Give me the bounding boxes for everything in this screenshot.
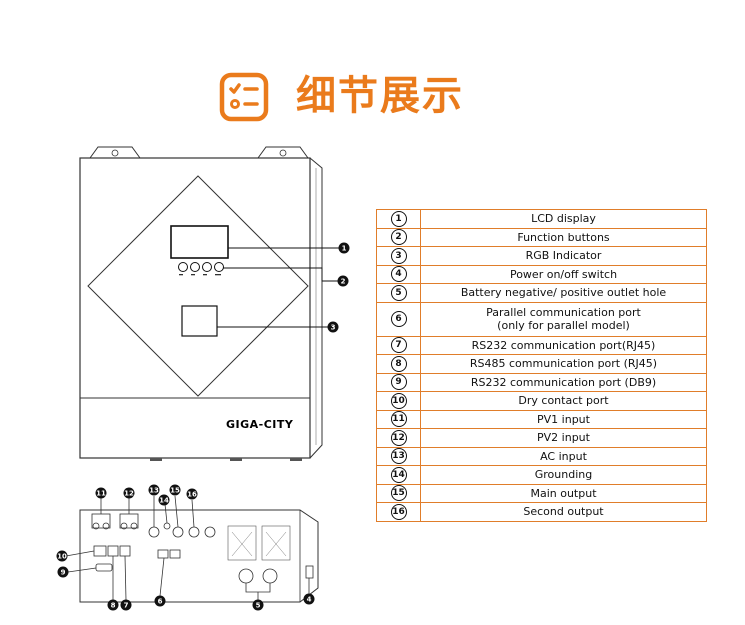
legend-row: 15 Main output <box>376 483 707 503</box>
legend-description: PV2 input <box>420 428 707 448</box>
callout-marker: 4 <box>307 596 312 604</box>
legend-description-line: Parallel communication port <box>486 306 641 319</box>
legend-number: 15 <box>390 485 407 502</box>
legend-row: 14 Grounding <box>376 465 707 485</box>
legend-row: 8 RS485 communication port (RJ45) <box>376 354 707 374</box>
legend-row: 3 RGB Indicator <box>376 246 707 266</box>
legend-number: 12 <box>390 429 407 446</box>
callout-marker: 8 <box>111 602 116 610</box>
checklist-icon <box>219 72 269 122</box>
legend-number-cell: 15 <box>376 483 421 503</box>
callout-marker: 11 <box>96 490 106 498</box>
page-title: 细节展示 <box>296 73 464 119</box>
legend-description: LCD display <box>420 209 707 229</box>
legend-row: 12 PV2 input <box>376 428 707 448</box>
legend-description: AC input <box>420 446 707 466</box>
legend-number-cell: 7 <box>376 335 421 355</box>
callout-marker: 1 <box>342 245 347 253</box>
callout-marker: 14 <box>159 497 169 505</box>
legend-number-cell: 5 <box>376 283 421 303</box>
legend-row: 4 Power on/off switch <box>376 264 707 284</box>
legend-row: 16 Second output <box>376 502 707 522</box>
legend-number: 5 <box>390 284 407 301</box>
legend-description: Grounding <box>420 465 707 485</box>
legend-description: Battery negative/ positive outlet hole <box>420 283 707 303</box>
legend-number-cell: 3 <box>376 246 421 266</box>
callout-marker: 2 <box>341 278 346 286</box>
legend-description: Parallel communication port (only for pa… <box>420 301 707 337</box>
legend-number-cell: 8 <box>376 354 421 374</box>
legend-number: 14 <box>390 466 407 483</box>
callout-marker: 9 <box>61 569 66 577</box>
callout-marker: 7 <box>124 602 129 610</box>
legend-number: 1 <box>390 210 407 227</box>
legend-number: 10 <box>390 392 407 409</box>
callout-marker: 3 <box>331 324 336 332</box>
callout-marker: 13 <box>149 487 159 495</box>
legend-number: 3 <box>390 247 407 264</box>
legend-number-cell: 13 <box>376 446 421 466</box>
legend-description: PV1 input <box>420 409 707 429</box>
legend-number-cell: 2 <box>376 227 421 247</box>
header: 细节展示 <box>0 66 745 126</box>
legend-description: Main output <box>420 483 707 503</box>
legend-row: 6 Parallel communication port (only for … <box>376 301 707 337</box>
legend-number: 7 <box>390 337 407 354</box>
legend-row: 1 LCD display <box>376 209 707 229</box>
callout-marker: 15 <box>170 487 180 495</box>
legend-number: 9 <box>390 374 407 391</box>
legend-number-cell: 12 <box>376 428 421 448</box>
legend-number: 13 <box>390 448 407 465</box>
legend-description: Dry contact port <box>420 391 707 411</box>
legend-number-cell: 9 <box>376 372 421 392</box>
brand-label: GIGA-CITY <box>226 418 294 431</box>
legend-row: 9 RS232 communication port (DB9) <box>376 372 707 392</box>
legend-number-cell: 16 <box>376 502 421 522</box>
callout-marker: 10 <box>57 553 67 561</box>
legend-description: RS232 communication port(RJ45) <box>420 335 707 355</box>
legend-number-cell: 4 <box>376 264 421 284</box>
legend-description: RGB Indicator <box>420 246 707 266</box>
legend-number: 16 <box>390 503 407 520</box>
callout-marker: 12 <box>124 490 134 498</box>
legend-number: 6 <box>390 311 407 327</box>
legend-number: 4 <box>390 266 407 283</box>
legend-row: 5 Battery negative/ positive outlet hole <box>376 283 707 303</box>
legend-row: 2 Function buttons <box>376 227 707 247</box>
legend-row: 11 PV1 input <box>376 409 707 429</box>
inverter-front-view: 1 2 3 GIGA-CITY <box>79 146 350 461</box>
callout-marker: 6 <box>158 598 163 606</box>
legend-table: 1 LCD display 2 Function buttons 3 RGB I… <box>376 209 707 522</box>
legend-row: 13 AC input <box>376 446 707 466</box>
legend-description: RS485 communication port (RJ45) <box>420 354 707 374</box>
callout-marker: 16 <box>187 491 197 499</box>
inverter-bottom-view: 11 12 13 14 15 16 10 9 8 7 6 5 4 <box>56 484 319 611</box>
legend-description: Function buttons <box>420 227 707 247</box>
legend-number-cell: 11 <box>376 409 421 429</box>
legend-number-cell: 10 <box>376 391 421 411</box>
legend-description: RS232 communication port (DB9) <box>420 372 707 392</box>
legend-description-line: (only for parallel model) <box>497 319 630 332</box>
legend-number: 2 <box>390 229 407 246</box>
legend-description: Second output <box>420 502 707 522</box>
legend-number: 8 <box>390 355 407 372</box>
legend-number-cell: 6 <box>376 301 421 337</box>
legend-number-cell: 14 <box>376 465 421 485</box>
legend-row: 10 Dry contact port <box>376 391 707 411</box>
legend-number: 11 <box>390 411 407 428</box>
legend-number-cell: 1 <box>376 209 421 229</box>
legend-row: 7 RS232 communication port(RJ45) <box>376 335 707 355</box>
callout-marker: 5 <box>256 602 261 610</box>
legend-description: Power on/off switch <box>420 264 707 284</box>
